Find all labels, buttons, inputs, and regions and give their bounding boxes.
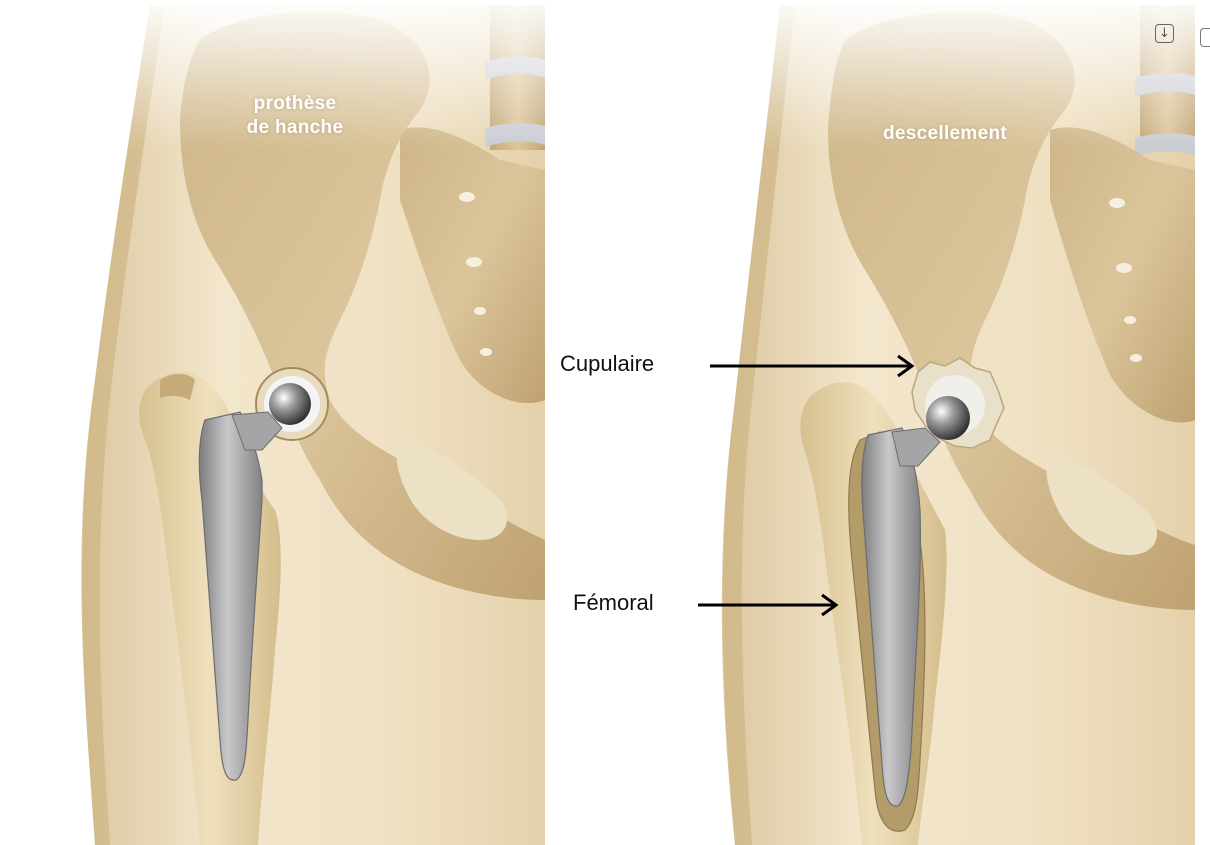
- right-foramen-3: [1124, 316, 1136, 324]
- left-trochanter: [160, 374, 195, 400]
- left-foramen-3: [474, 307, 486, 315]
- partial-icon[interactable]: [1200, 28, 1210, 47]
- left-title-line1: prothèse: [205, 92, 385, 116]
- right-foramen-2: [1116, 263, 1132, 273]
- download-icon[interactable]: ↓: [1155, 24, 1174, 43]
- left-foramen-1: [459, 192, 475, 202]
- left-foramen-4: [480, 348, 492, 356]
- right-femoral-ball: [926, 396, 970, 440]
- right-foramen-1: [1109, 198, 1125, 208]
- left-femoral-ball: [269, 383, 311, 425]
- left-title-line2: de hanche: [205, 116, 385, 140]
- right-panel-title: descellement: [845, 122, 1045, 146]
- cupulaire-label: Cupulaire: [560, 351, 654, 377]
- left-foramen-2: [466, 257, 482, 267]
- left-panel-title: prothèse de hanche: [205, 92, 385, 140]
- femoral-label: Fémoral: [573, 590, 654, 616]
- right-foramen-4: [1130, 354, 1142, 362]
